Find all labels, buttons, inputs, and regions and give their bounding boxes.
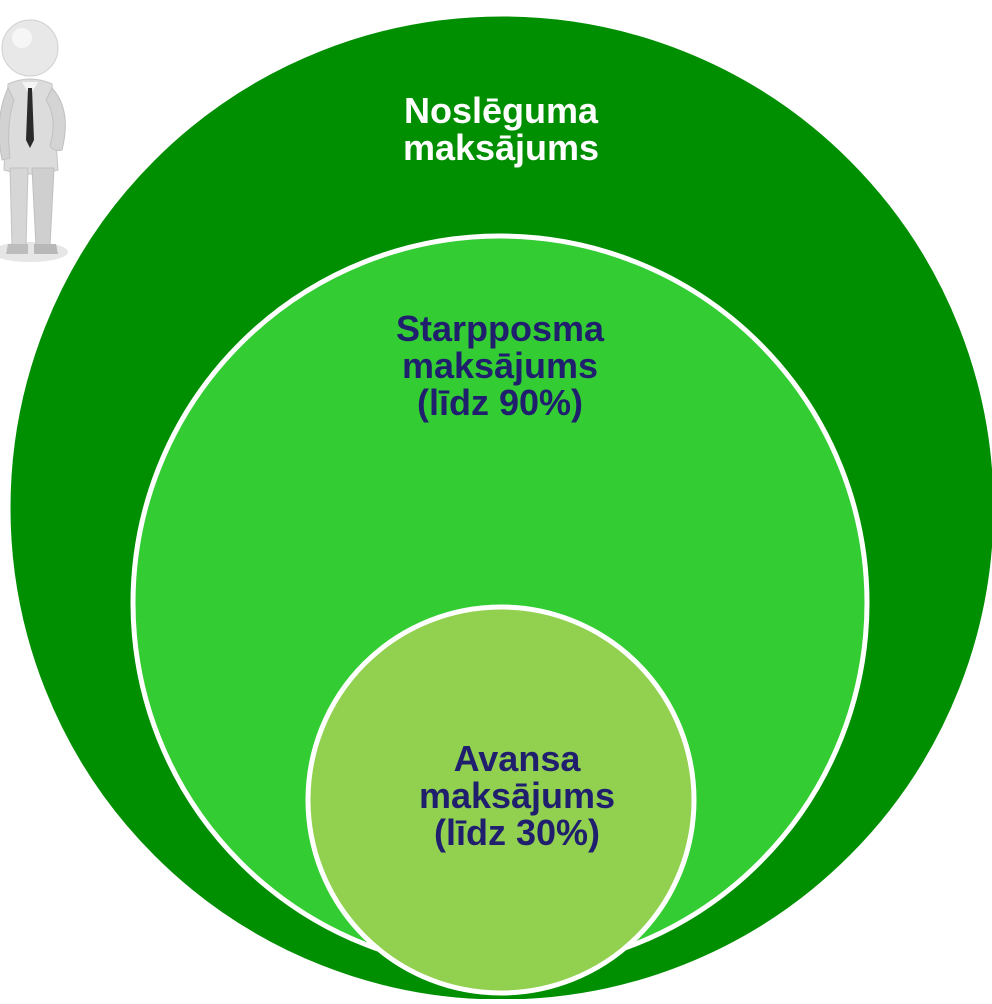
middle-label-line-1: Starpposma bbox=[360, 310, 640, 347]
outer-circle-label: Noslēguma maksājums bbox=[376, 92, 626, 166]
businessman-figure-icon bbox=[0, 20, 68, 262]
inner-circle-label: Avansa maksājums (līdz 30%) bbox=[392, 740, 642, 851]
outer-label-line-1: Noslēguma bbox=[376, 92, 626, 129]
middle-circle-label: Starpposma maksājums (līdz 90%) bbox=[360, 310, 640, 421]
middle-label-line-2: maksājums bbox=[360, 347, 640, 384]
inner-label-line-2: maksājums bbox=[392, 777, 642, 814]
outer-label-line-2: maksājums bbox=[376, 129, 626, 166]
inner-label-line-1: Avansa bbox=[392, 740, 642, 777]
inner-label-line-3: (līdz 30%) bbox=[392, 814, 642, 851]
middle-label-line-3: (līdz 90%) bbox=[360, 384, 640, 421]
